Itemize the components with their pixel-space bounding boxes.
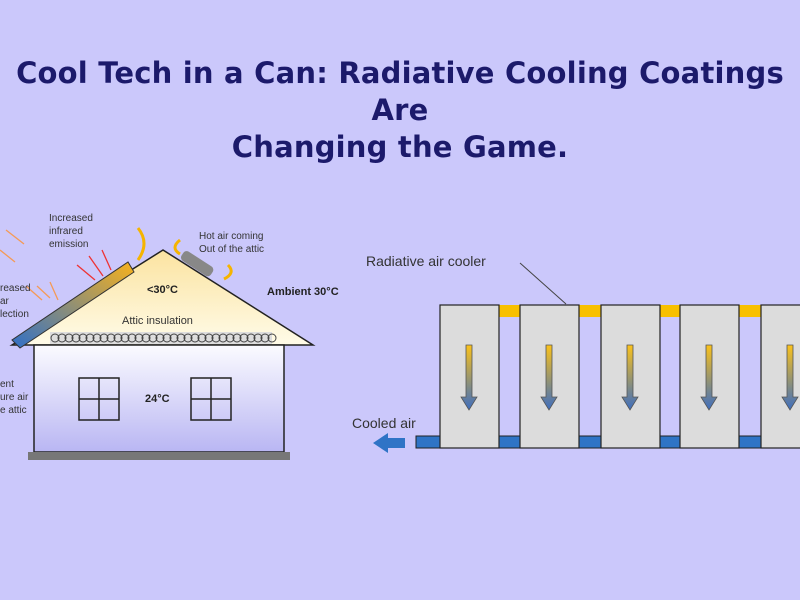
insulation-coil [148,333,158,343]
cooled-air-arrow [373,433,405,453]
insulation-coil [232,333,242,343]
house-walls [33,344,285,453]
attic-temp: <30°C [147,284,179,296]
insulation-coil [190,333,200,343]
window-left [78,377,120,421]
insulation-coil [78,333,88,343]
insulation-coil [225,333,235,343]
insulation-coil [113,333,123,343]
insulation-coil [253,333,263,343]
airflow-down-arrow [621,344,639,411]
insulation-coil [57,333,67,343]
solar-arrows [0,229,59,301]
insulation-coil [267,333,277,343]
insulation-coil [176,333,186,343]
cooler-panel [760,304,800,449]
airflow-down-arrow [460,344,478,411]
insulation-coil [71,333,81,343]
hot-air-arrows [136,227,233,281]
ir-arrows [76,249,112,281]
page-title: Cool Tech in a Can: Radiative Cooling Co… [0,55,800,166]
cooler-diagram [373,262,800,453]
insulation-coil [50,333,60,343]
insulation [50,332,277,344]
insulation-coil [162,333,172,343]
cool-roof-panel [11,261,135,349]
insulation-coil [218,333,228,343]
insulation-coil [246,333,256,343]
insulation-coil [204,333,214,343]
insulation-coil [197,333,207,343]
insulation-coil [99,333,109,343]
insulation-coil [85,333,95,343]
radiative-air-cooler-label: Radiative air cooler [366,253,486,269]
insulation-coil [120,333,130,343]
insulation-coil [211,333,221,343]
insulation-coil [106,333,116,343]
insulation-label: Attic insulation [122,315,193,327]
title-line-2: Changing the Game. [231,130,569,164]
insulation-coil [155,333,165,343]
insulation-coil [127,333,137,343]
cooled-air-label: Cooled air [352,415,416,431]
airflow-down-arrow [700,344,718,411]
title-line-1: Cool Tech in a Can: Radiative Cooling Co… [16,56,784,127]
ambient-temp: Ambient 30°C [267,286,339,298]
insulation-coil [239,333,249,343]
window-right [190,377,232,421]
insulation-coil [92,333,102,343]
airflow-down-arrow [540,344,558,411]
insulation-coil [134,333,144,343]
insulation-coil [183,333,193,343]
room-temp: 24°C [145,393,170,405]
house-diagram [0,227,316,460]
airflow-down-arrow [781,344,799,411]
insulation-coil [141,333,151,343]
insulation-coil [64,333,74,343]
house-base [28,452,290,460]
insulation-coil [260,333,270,343]
roof-vent [181,251,214,277]
insulation-coil [169,333,179,343]
